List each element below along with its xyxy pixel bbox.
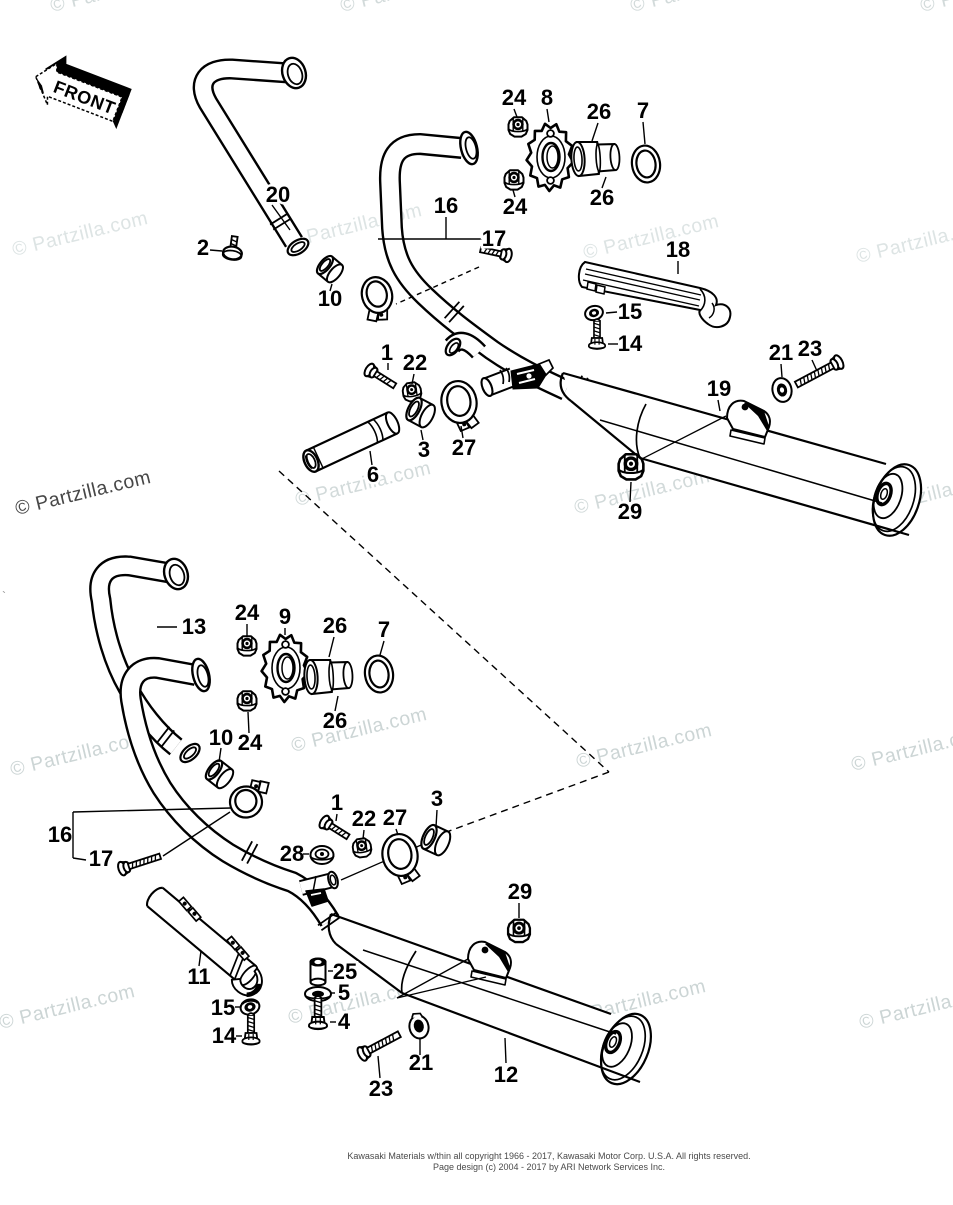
svg-text:28: 28 bbox=[280, 841, 304, 866]
svg-text:6: 6 bbox=[367, 462, 379, 487]
svg-text:15: 15 bbox=[618, 299, 642, 324]
svg-text:9: 9 bbox=[279, 604, 291, 629]
svg-text:21: 21 bbox=[769, 340, 793, 365]
svg-text:14: 14 bbox=[618, 331, 643, 356]
svg-text:17: 17 bbox=[482, 226, 506, 251]
svg-text:11: 11 bbox=[187, 964, 210, 989]
svg-text:16: 16 bbox=[434, 193, 458, 218]
svg-text:15: 15 bbox=[211, 995, 235, 1020]
svg-text:5: 5 bbox=[338, 980, 350, 1005]
svg-text:20: 20 bbox=[266, 182, 290, 207]
svg-text:1: 1 bbox=[331, 790, 343, 815]
svg-text:22: 22 bbox=[403, 350, 427, 375]
svg-text:16: 16 bbox=[48, 822, 72, 847]
svg-text:1: 1 bbox=[381, 340, 393, 365]
svg-text:7: 7 bbox=[378, 617, 390, 642]
svg-text:26: 26 bbox=[323, 708, 347, 733]
svg-text:`: ` bbox=[2, 589, 6, 603]
svg-text:3: 3 bbox=[418, 437, 430, 462]
svg-text:27: 27 bbox=[452, 435, 476, 460]
svg-text:29: 29 bbox=[508, 879, 532, 904]
svg-text:10: 10 bbox=[209, 725, 233, 750]
svg-text:21: 21 bbox=[409, 1050, 433, 1075]
svg-text:13: 13 bbox=[182, 614, 206, 639]
svg-text:24: 24 bbox=[502, 85, 527, 110]
svg-text:25: 25 bbox=[333, 959, 357, 984]
svg-text:2: 2 bbox=[197, 235, 209, 260]
svg-text:14: 14 bbox=[212, 1023, 237, 1048]
svg-text:26: 26 bbox=[590, 185, 614, 210]
svg-text:23: 23 bbox=[369, 1076, 393, 1101]
svg-text:8: 8 bbox=[541, 85, 553, 110]
svg-text:Page design (c) 2004 - 2017 by: Page design (c) 2004 - 2017 by ARI Netwo… bbox=[433, 1162, 665, 1172]
svg-text:19: 19 bbox=[707, 376, 731, 401]
svg-text:26: 26 bbox=[323, 613, 347, 638]
svg-text:24: 24 bbox=[235, 600, 260, 625]
svg-text:Kawasaki Materials w/thin all: Kawasaki Materials w/thin all copyright … bbox=[347, 1151, 750, 1161]
svg-text:4: 4 bbox=[338, 1009, 351, 1034]
svg-text:3: 3 bbox=[431, 786, 443, 811]
svg-text:24: 24 bbox=[238, 730, 263, 755]
svg-text:17: 17 bbox=[89, 846, 113, 871]
svg-text:7: 7 bbox=[637, 98, 649, 123]
svg-text:22: 22 bbox=[352, 806, 376, 831]
svg-text:27: 27 bbox=[383, 805, 407, 830]
svg-text:12: 12 bbox=[494, 1062, 518, 1087]
svg-text:24: 24 bbox=[503, 194, 528, 219]
svg-text:26: 26 bbox=[587, 99, 611, 124]
svg-text:29: 29 bbox=[618, 499, 642, 524]
svg-text:23: 23 bbox=[798, 336, 822, 361]
svg-text:18: 18 bbox=[666, 237, 690, 262]
